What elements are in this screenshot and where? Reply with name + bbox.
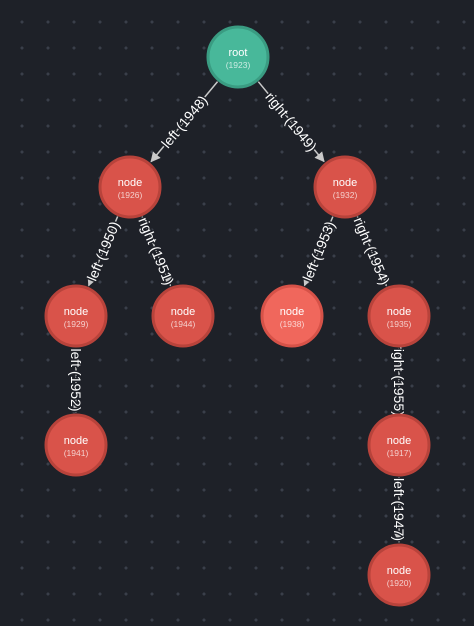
node-title: node [171,306,195,318]
tree-edge[interactable]: left (1953) [298,216,340,287]
node-circle [98,155,162,219]
node-circle [367,284,431,348]
tree-node[interactable]: node(1920) [367,543,431,607]
node-circle [206,25,270,89]
node-title: node [387,435,411,447]
nodes-layer: root(1923)node(1926)node(1932)node(1929)… [44,25,431,607]
tree-node[interactable]: node(1932) [313,155,377,219]
edge-label: right (1955) [391,344,407,416]
node-circle [313,155,377,219]
node-title: node [333,177,357,189]
tree-edge[interactable]: left (1950) [82,216,124,287]
edge-label: left (1947) [391,478,407,541]
node-id: (1917) [387,448,412,458]
tree-node[interactable]: node(1935) [367,284,431,348]
root-node[interactable]: root(1923) [206,25,270,89]
tree-edge[interactable]: right (1954) [349,213,394,288]
node-title: root [229,47,248,59]
edge-arrow [141,216,172,287]
node-title: node [387,565,411,577]
tree-node[interactable]: node(1926) [98,155,162,219]
tree-edge[interactable]: right (1949) [257,81,325,163]
node-id: (1923) [226,60,251,70]
node-circle [151,284,215,348]
edge-label: left (1952) [68,348,84,411]
node-circle [367,413,431,477]
edge-label: left (1953) [299,219,338,283]
node-circle [260,284,324,348]
edge-arrow [303,216,334,287]
node-circle [44,413,108,477]
node-title: node [118,177,142,189]
node-circle [44,284,108,348]
edge-label: left (1950) [84,219,123,283]
tree-edge[interactable]: right (1951) [134,213,179,288]
node-id: (1920) [387,578,412,588]
edge-label: left (1948) [158,92,211,151]
edge-label: right (1949) [262,89,320,154]
tree-edge[interactable]: left (1947) [390,476,409,543]
edge-arrow [150,81,219,163]
node-id: (1926) [118,190,143,200]
tree-node[interactable]: node(1944) [151,284,215,348]
node-title: node [64,306,88,318]
node-id: (1932) [333,190,358,200]
node-id: (1929) [64,319,89,329]
node-circle [367,543,431,607]
edge-arrow [87,216,119,287]
node-title: node [64,435,88,447]
edge-arrow [257,81,325,163]
tree-edge[interactable]: left (1948) [150,81,219,163]
edge-label: right (1951) [135,215,177,287]
edges-layer: left (1948) right (1949) left (1950) right … [67,81,409,543]
node-id: (1941) [64,448,89,458]
tree-node[interactable]: node(1941) [44,413,108,477]
tree-node[interactable]: node(1917) [367,413,431,477]
node-title: node [387,306,411,318]
node-title: node [280,306,304,318]
node-id: (1935) [387,319,412,329]
tree-edge[interactable]: right (1955) [390,343,409,418]
edge-arrow [356,216,388,287]
node-id: (1944) [171,319,196,329]
node-id: (1938) [280,319,305,329]
tree-node[interactable]: node(1929) [44,284,108,348]
tree-node[interactable]: node(1938) [260,284,324,348]
tree-edge[interactable]: left (1952) [67,347,86,413]
edge-label: right (1954) [351,215,393,287]
